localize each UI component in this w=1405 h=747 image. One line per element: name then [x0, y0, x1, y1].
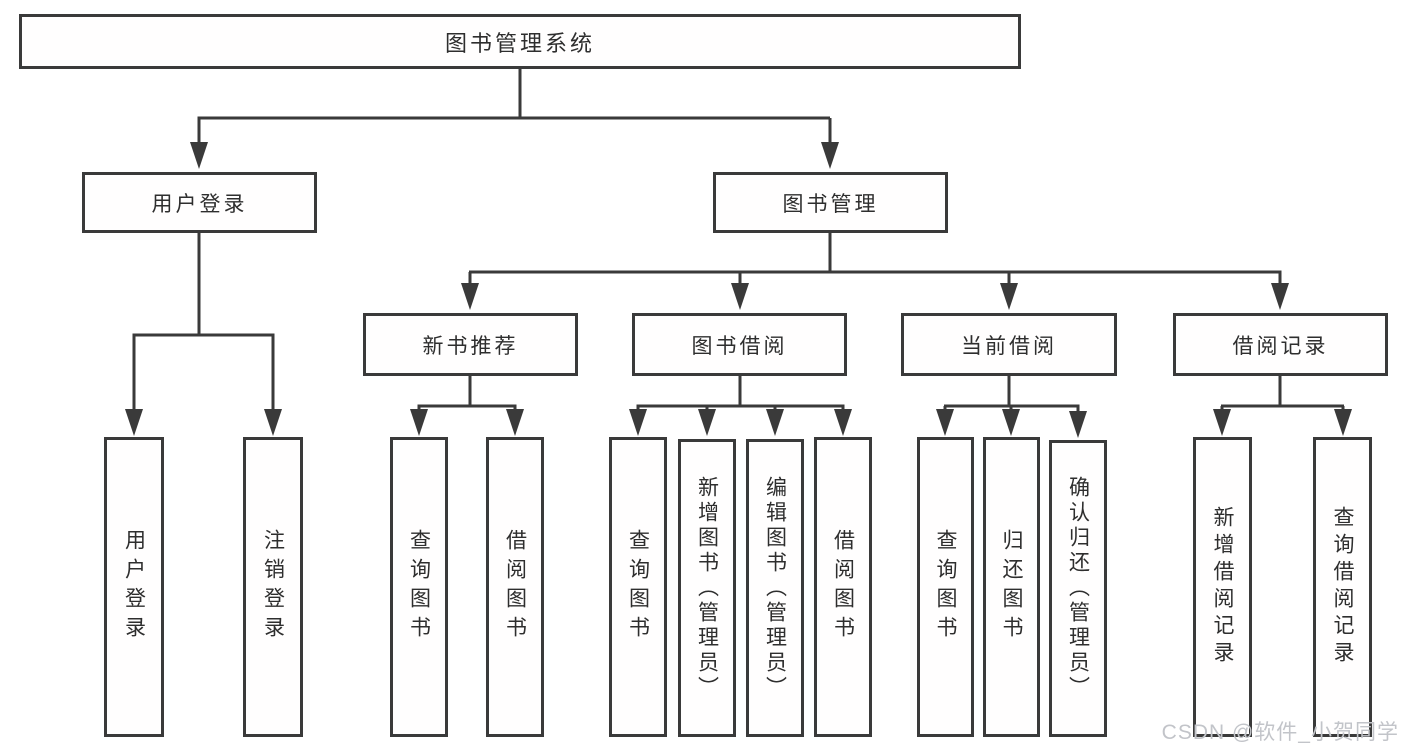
node-new-book-recommend: 新书推荐 [363, 313, 578, 376]
node-leaf-query-books-recommend: 查询图书 [390, 437, 448, 737]
node-leaf-user-login: 用户登录 [104, 437, 164, 737]
node-leaf-logout: 注销登录 [243, 437, 303, 737]
node-current-borrowing: 当前借阅 [901, 313, 1117, 376]
node-book-management-branch: 图书管理 [713, 172, 948, 233]
csdn-watermark: CSDN @软件_小贺同学 [1161, 721, 1399, 744]
node-user-login-branch: 用户登录 [82, 172, 317, 233]
node-leaf-edit-books-admin: 编辑图书（管理员） [746, 439, 804, 737]
node-leaf-borrow-books-recommend: 借阅图书 [486, 437, 544, 737]
node-leaf-query-books-current: 查询图书 [917, 437, 974, 737]
node-leaf-borrow-books: 借阅图书 [814, 437, 872, 737]
node-leaf-add-books-admin: 新增图书（管理员） [678, 439, 736, 737]
node-leaf-query-books-borrow: 查询图书 [609, 437, 667, 737]
node-borrowing-records: 借阅记录 [1173, 313, 1388, 376]
node-leaf-add-borrow-record: 新增借阅记录 [1193, 437, 1252, 737]
node-book-borrowing: 图书借阅 [632, 313, 847, 376]
node-leaf-confirm-return-admin: 确认归还（管理员） [1049, 440, 1107, 737]
node-leaf-return-books: 归还图书 [983, 437, 1040, 737]
node-root-library-system: 图书管理系统 [19, 14, 1021, 69]
node-leaf-query-borrow-record: 查询借阅记录 [1313, 437, 1372, 737]
